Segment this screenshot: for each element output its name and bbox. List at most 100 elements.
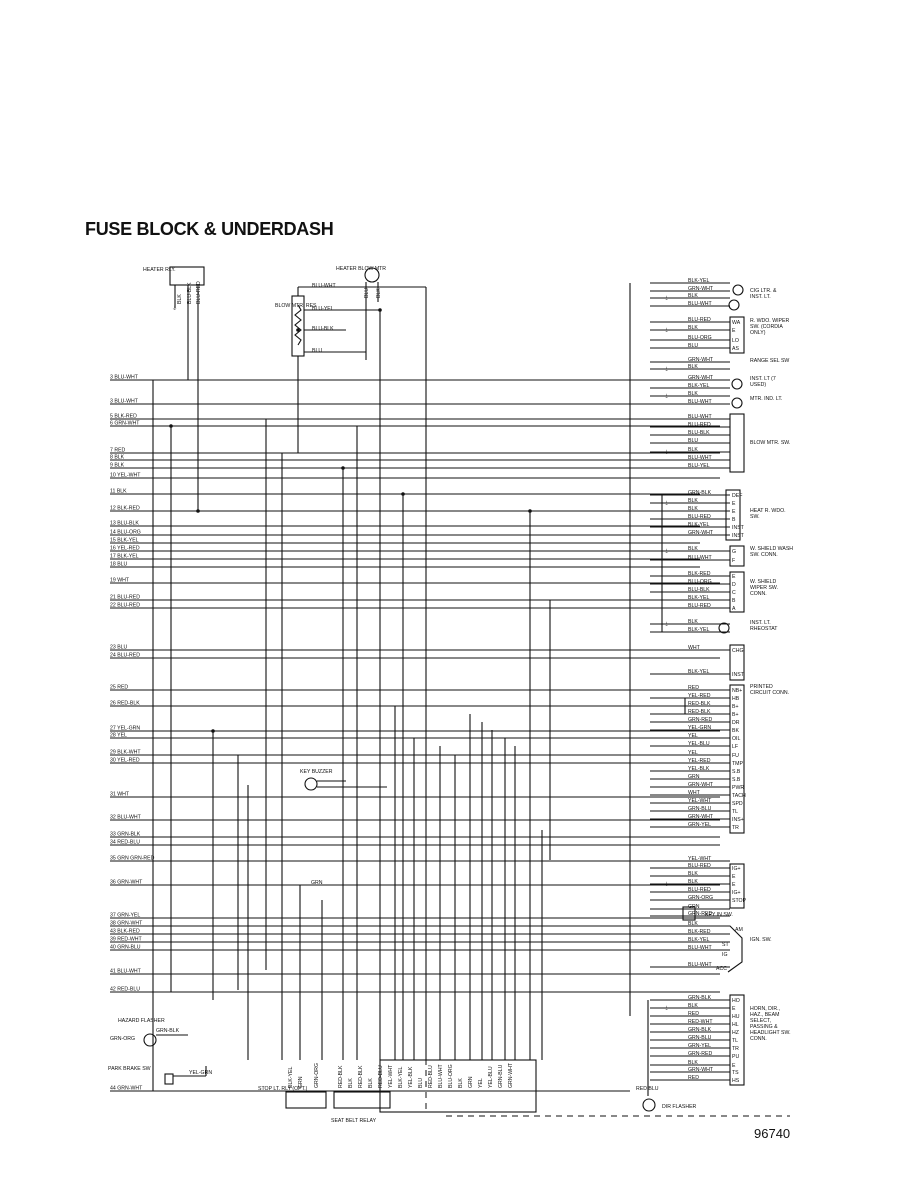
seat-belt-wire-3: BLK [368, 1078, 374, 1088]
right-wire-label-62: GRN [688, 904, 700, 910]
right-wire-label-9: BLK [688, 364, 698, 370]
ground-icon-4: ⏚ [664, 449, 669, 456]
seat-belt-relay: SEAT BELT RELAY [331, 1059, 537, 1124]
left-circuit-label-29: 33 GRN-BLK [110, 832, 141, 838]
connector-pin-8: INST [732, 525, 745, 531]
right-wire-label-35: BLK-YEL [688, 627, 709, 633]
right-wire-label-3: BLU-WHT [688, 301, 712, 307]
left-circuit-label-24: 28 YEL [110, 733, 127, 739]
left-circuit-label-21: 25 RED [110, 685, 128, 691]
left-circuit-label-14: 17 BLK-YEL [110, 554, 139, 560]
right-wire-label-47: YEL-RED [688, 758, 711, 764]
left-circuit-label-13: 16 YEL-RED [110, 546, 140, 552]
left-circuit-label-25: 29 BLK-WHT [110, 750, 141, 756]
diagram-title: FUSE BLOCK & UNDERDASH [85, 219, 334, 239]
connector-pin-9: INST [732, 533, 745, 539]
ign-acc-label: ACC [716, 966, 727, 972]
left-circuit-label-17: 21 BLU-RED [110, 595, 140, 601]
heater-rly-wire-1: BLU-BLK [187, 282, 193, 304]
right-wire-label-25: BLK-YEL [688, 522, 709, 528]
heater-rly-wire-2: BLU-RED [196, 281, 202, 304]
connector-pin-14: C [732, 590, 736, 596]
connector-pin-1: E [732, 328, 736, 334]
right-wire-label-43: YEL-GRN [688, 725, 711, 731]
seat-belt-wire-2: RED-BLK [358, 1065, 364, 1088]
right-wire-label-21: GRN-BLK [688, 490, 712, 496]
left-circuit-label-11: 14 BLU-ORG [110, 530, 141, 536]
right-wire-label-72: RED-WHT [688, 1019, 713, 1025]
left-circuit-label-35: 43 BLK-RED [110, 929, 140, 935]
right-wire-label-71: RED [688, 1011, 699, 1017]
connector-pin-12: E [732, 574, 736, 580]
connector-pin-45: HL [732, 1022, 739, 1028]
right-wire-label-32: BLK-YEL [688, 595, 709, 601]
right-wire-label-7: BLU [688, 343, 698, 349]
right-wire-label-36: WHT [688, 645, 701, 651]
connector-pin-50: E [732, 1063, 736, 1069]
right-wire-label-28: BLU-WHT [688, 555, 712, 561]
component-label-5: BLOW MTR. SW. [750, 440, 790, 446]
right-wire-label-50: GRN-WHT [688, 782, 714, 788]
stop-lt-wire-0: BLK-YEL [288, 1067, 294, 1088]
right-wire-label-30: BLU-ORG [688, 579, 712, 585]
right-wire-label-76: GRN-RED [688, 1051, 712, 1057]
right-wire-label-40: RED-BLK [688, 701, 711, 707]
right-wire-label-51: WHT [688, 790, 701, 796]
blow-mtr-res-label: BLOW MTR. RES [275, 303, 317, 309]
right-wire-label-5: BLK [688, 325, 698, 331]
blow-mtr-res-wire-1: BLU-YEL [312, 306, 334, 312]
seat-belt-wire-17: GRN-WHT [508, 1062, 514, 1088]
left-circuit-label-32: 36 GRN-WHT [110, 880, 143, 886]
seat-belt-wire-8: BLU [418, 1078, 424, 1088]
right-wire-label-38: RED [688, 685, 699, 691]
left-circuit-label-31: 35 GRN GRN-RED [110, 856, 155, 862]
right-wire-label-63: GRN-RED [688, 911, 712, 917]
seat-belt-wire-16: GRN-BLU [498, 1064, 504, 1088]
right-wire-label-77: BLK [688, 1060, 698, 1066]
right-wire-label-60: BLU-RED [688, 887, 711, 893]
blow-mtr-res-wire-3: BLU [312, 348, 322, 354]
seat-belt-wire-6: BLK-YEL [398, 1067, 404, 1088]
right-wire-label-44: YEL [688, 733, 698, 739]
seat-belt-wire-4: RED-BLU [378, 1065, 384, 1088]
left-circuit-label-7: 10 YEL-WHT [110, 473, 141, 479]
seat-belt-wire-7: YEL-BLK [408, 1066, 414, 1088]
left-circuit-label-8: 11 BLK [110, 489, 127, 495]
connector-pin-10: G [732, 549, 736, 555]
right-wire-label-58: BLK [688, 871, 698, 877]
blow-mtr-res-wire-2: BLU-BLK [312, 326, 334, 332]
heater-rly-wire-0: BLK [177, 294, 183, 304]
junction-dot-2 [211, 729, 215, 733]
seat-belt-wire-10: BLU-WHT [438, 1064, 444, 1088]
right-wire-label-59: BLK [688, 879, 698, 885]
left-circuit-label-22: 26 RED-BLK [110, 701, 140, 707]
connector-pin-6: E [732, 509, 736, 515]
left-circuit-label-37: 40 GRN-BLU [110, 945, 141, 951]
connector-pin-38: E [732, 874, 736, 880]
left-circuit-label-23: 27 YEL-GRN [110, 726, 140, 732]
right-wire-label-69: GRN-BLK [688, 995, 712, 1001]
connector-pin-17: CHG [732, 648, 744, 654]
seat-belt-wire-1: BLK [348, 1078, 354, 1088]
connector-pin-2: LO [732, 338, 739, 344]
connector-pin-28: TMP [732, 761, 743, 767]
ground-icon-8: ⏚ [664, 881, 669, 888]
left-circuit-label-3: 6 GRN-WHT [110, 421, 140, 427]
seat-belt-wire-14: YEL [478, 1078, 484, 1088]
connector-pin-52: HS [732, 1078, 740, 1084]
right-wire-label-49: GRN [688, 774, 700, 780]
right-wire-label-74: GRN-BLU [688, 1035, 712, 1041]
hazard-flasher: HAZARD FLASHER GRN-BLK GRN-ORG [110, 1018, 188, 1047]
right-wire-label-52: YEL-WHT [688, 798, 712, 804]
right-wire-label-34: BLK [688, 619, 698, 625]
right-wire-label-14: BLU-WHT [688, 414, 712, 420]
connector-pin-33: SPD [732, 801, 743, 807]
connector-pin-13: D [732, 582, 736, 588]
left-circuit-label-19: 23 BLU [110, 645, 128, 651]
seat-belt-wire-5: YEL-WHT [388, 1064, 394, 1088]
right-wire-label-54: GRN-WHT [688, 814, 714, 820]
connector-pin-16: A [732, 606, 736, 612]
left-circuit-label-18: 22 BLU-RED [110, 603, 140, 609]
